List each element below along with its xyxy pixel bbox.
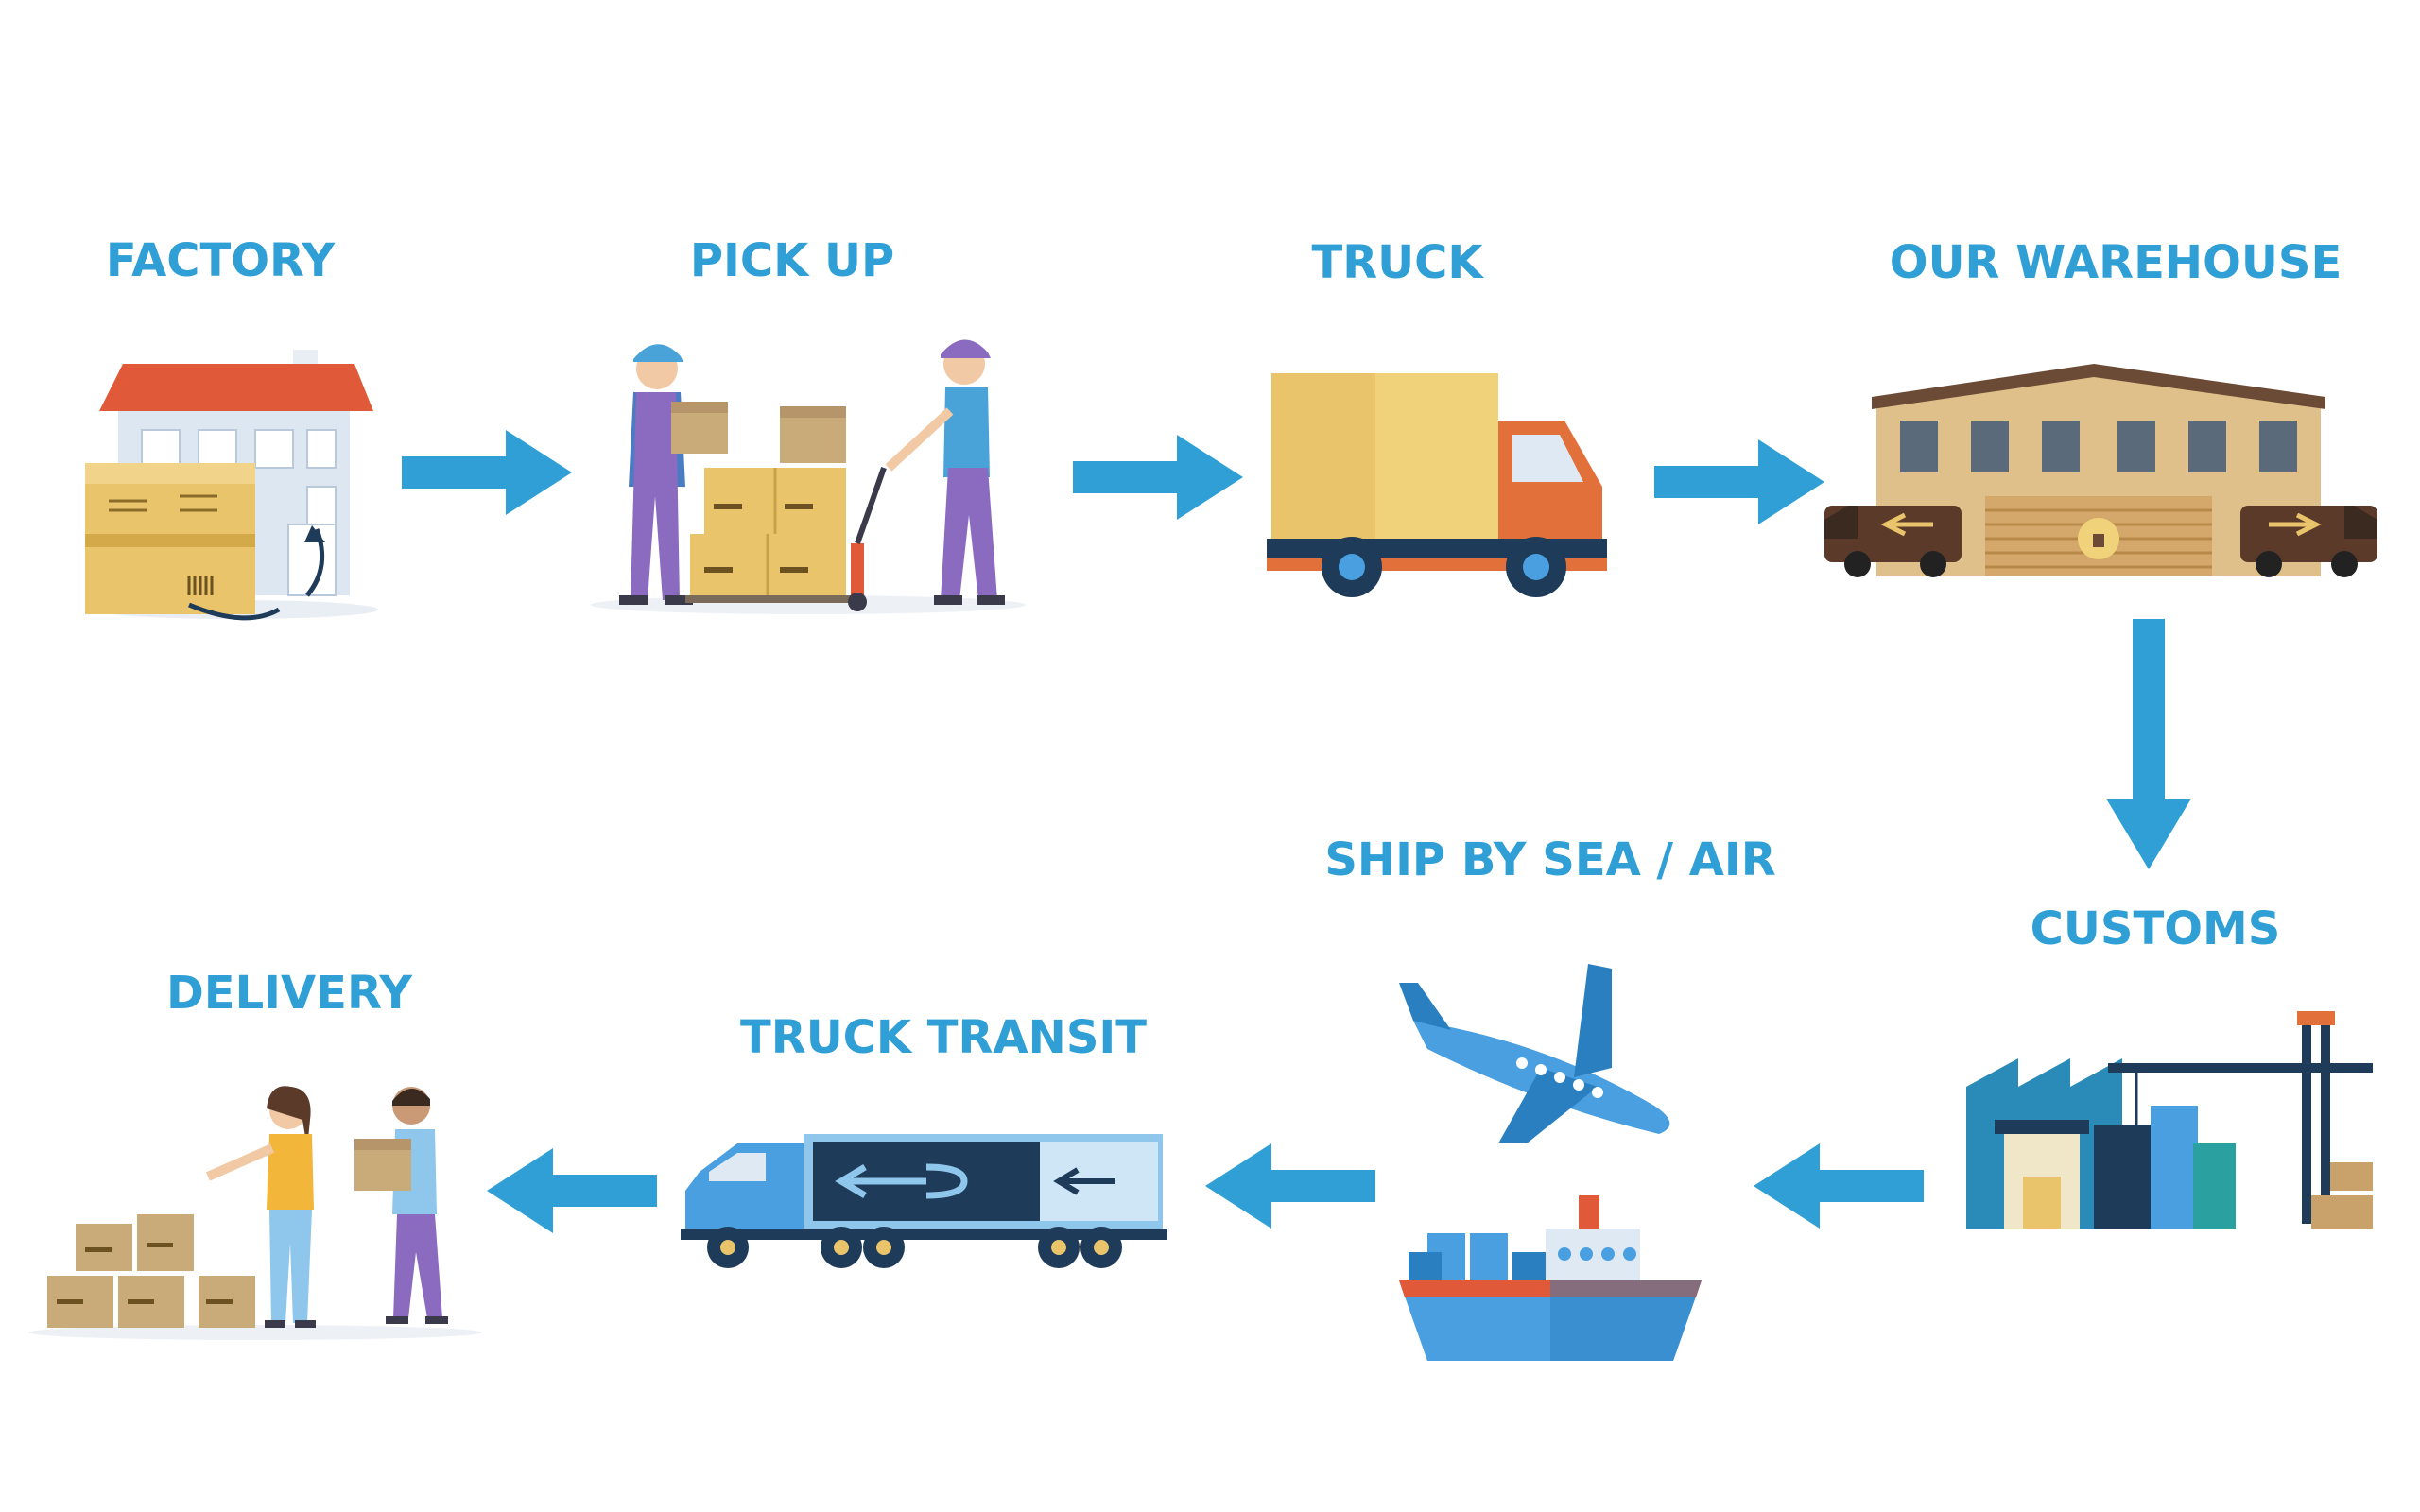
plane-and-ship-icon xyxy=(1399,964,1702,1361)
arrow-right-icon xyxy=(1073,435,1243,520)
port-crane-icon xyxy=(1966,1011,2373,1228)
label-customs: CUSTOMS xyxy=(2030,902,2281,955)
label-truck: TRUCK xyxy=(1311,236,1483,289)
box-truck-icon xyxy=(1267,373,1607,597)
label-pickup: PICK UP xyxy=(689,234,895,287)
arrow-left-icon xyxy=(1205,1143,1375,1228)
arrow-down-icon xyxy=(2106,619,2191,869)
arrow-left-icon xyxy=(1754,1143,1924,1228)
label-delivery: DELIVERY xyxy=(165,967,413,1020)
semi-truck-icon xyxy=(681,1134,1167,1268)
package-handover-icon xyxy=(28,1086,482,1340)
warehouse-icon xyxy=(1824,364,2377,577)
factory-icon xyxy=(85,350,378,621)
label-factory: FACTORY xyxy=(105,234,336,287)
label-warehouse: OUR WAREHOUSE xyxy=(1889,236,2342,289)
arrow-left-icon xyxy=(487,1148,657,1233)
label-transit: TRUCK TRANSIT xyxy=(739,1011,1148,1064)
workers-loading-boxes-icon xyxy=(591,339,1026,614)
arrow-right-icon xyxy=(402,430,572,515)
arrow-right-icon xyxy=(1654,439,1824,524)
label-ship: SHIP BY SEA / AIR xyxy=(1324,833,1776,886)
